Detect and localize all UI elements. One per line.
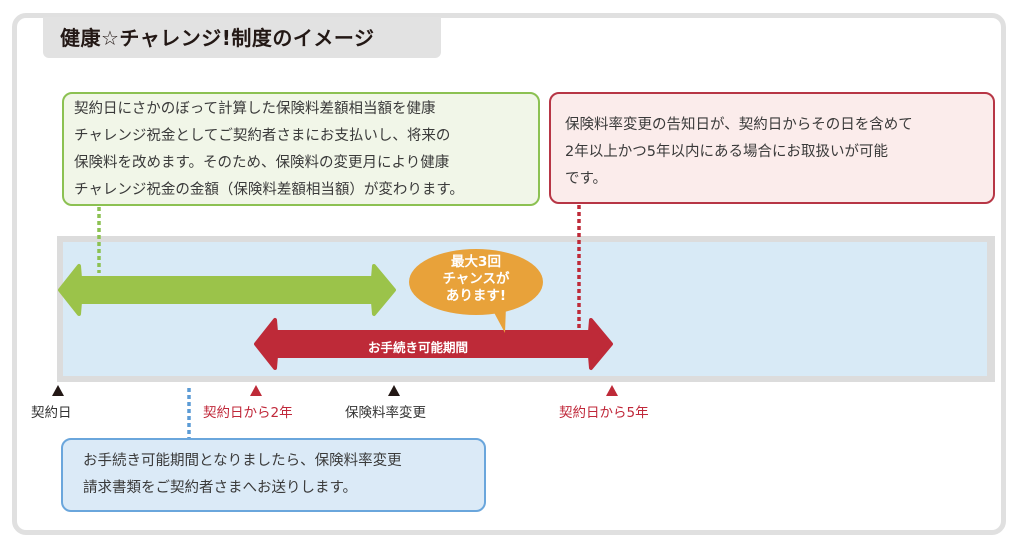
chance-bubble-text: 最大3回 チャンスが あります! xyxy=(426,254,526,305)
chance-bubble-tail xyxy=(490,305,506,333)
bubble-line: あります! xyxy=(445,288,507,304)
marker-label-rate-change: 保険料率変更 xyxy=(345,405,426,421)
red-box-line: 2年以上かつ5年以内にある場合にお取扱いが可能 xyxy=(565,144,888,160)
diagram-title: 健康☆チャレンジ!制度のイメージ xyxy=(60,26,375,50)
red-condition-box: 保険料率変更の告知日が、契約日からその日を含めて 2年以上かつ5年以内にある場合… xyxy=(549,92,995,204)
five-year-marker-icon xyxy=(606,385,618,396)
green-box-line: 保険料を改めます。そのため、保険料の変更月により健康 xyxy=(74,155,450,171)
green-double-arrow xyxy=(58,264,396,316)
green-box-line: チャレンジ祝金としてご契約者さまにお支払いし、将来の xyxy=(74,128,451,144)
red-box-line: 保険料率変更の告知日が、契約日からその日を含めて xyxy=(565,117,913,133)
green-box-line: 契約日にさかのぼって計算した保険料差額相当額を健康 xyxy=(74,101,436,117)
rate-change-marker-icon xyxy=(388,385,400,396)
green-box-line: チャレンジ祝金の金額（保険料差額相当額）が変わります。 xyxy=(74,182,464,198)
procedure-period-arrow xyxy=(254,318,613,370)
red-box-line: です。 xyxy=(565,171,608,187)
contract-date-marker-icon xyxy=(52,385,64,396)
title-tab xyxy=(43,17,441,58)
marker-label-contract-date: 契約日 xyxy=(31,405,72,421)
two-year-marker-icon xyxy=(250,385,262,396)
bubble-line: チャンスが xyxy=(442,271,510,287)
procedure-period-label: お手続き可能期間 xyxy=(368,340,469,355)
marker-label-five-years: 契約日から5年 xyxy=(559,405,649,421)
green-explanation-box: 契約日にさかのぼって計算した保険料差額相当額を健康 チャレンジ祝金としてご契約者… xyxy=(62,92,540,206)
bubble-line: 最大3回 xyxy=(451,254,501,270)
blue-box-line: お手続き可能期間となりましたら、保険料率変更 xyxy=(83,453,402,469)
chance-bubble xyxy=(409,249,543,315)
blue-notice-box: お手続き可能期間となりましたら、保険料率変更 請求書類をご契約者さまへお送りしま… xyxy=(61,438,486,512)
marker-label-two-years: 契約日から2年 xyxy=(203,405,293,421)
blue-box-line: 請求書類をご契約者さまへお送りします。 xyxy=(83,480,358,496)
